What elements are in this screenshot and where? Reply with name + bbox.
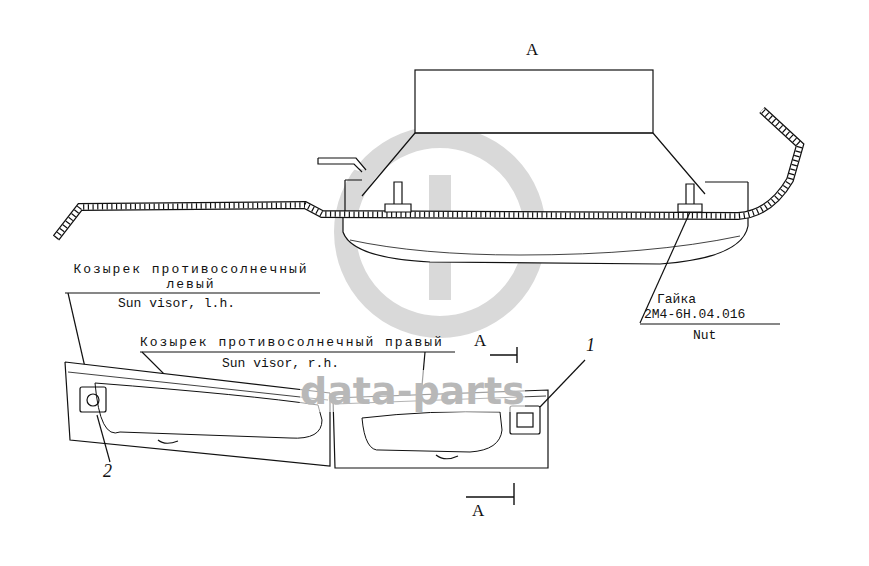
callout-number: 2 <box>103 464 112 479</box>
section-letter: A <box>472 503 484 518</box>
part-name: Гайка <box>657 292 696 307</box>
part-name: Козырек противосолнечный правый <box>140 335 444 350</box>
callout-number: 1 <box>586 338 595 353</box>
part-name: Козырек противосолнечный левый <box>66 262 316 292</box>
part-number: 2М4-6Н.04.016 <box>644 307 745 322</box>
part-name: Nut <box>693 328 716 343</box>
view-letter: A <box>526 42 538 57</box>
part-name: Sun visor, l.h. <box>118 296 235 311</box>
part-name: Sun visor, r.h. <box>222 356 339 371</box>
watermark: data-parts <box>300 370 525 412</box>
section-letter: A <box>474 333 486 348</box>
